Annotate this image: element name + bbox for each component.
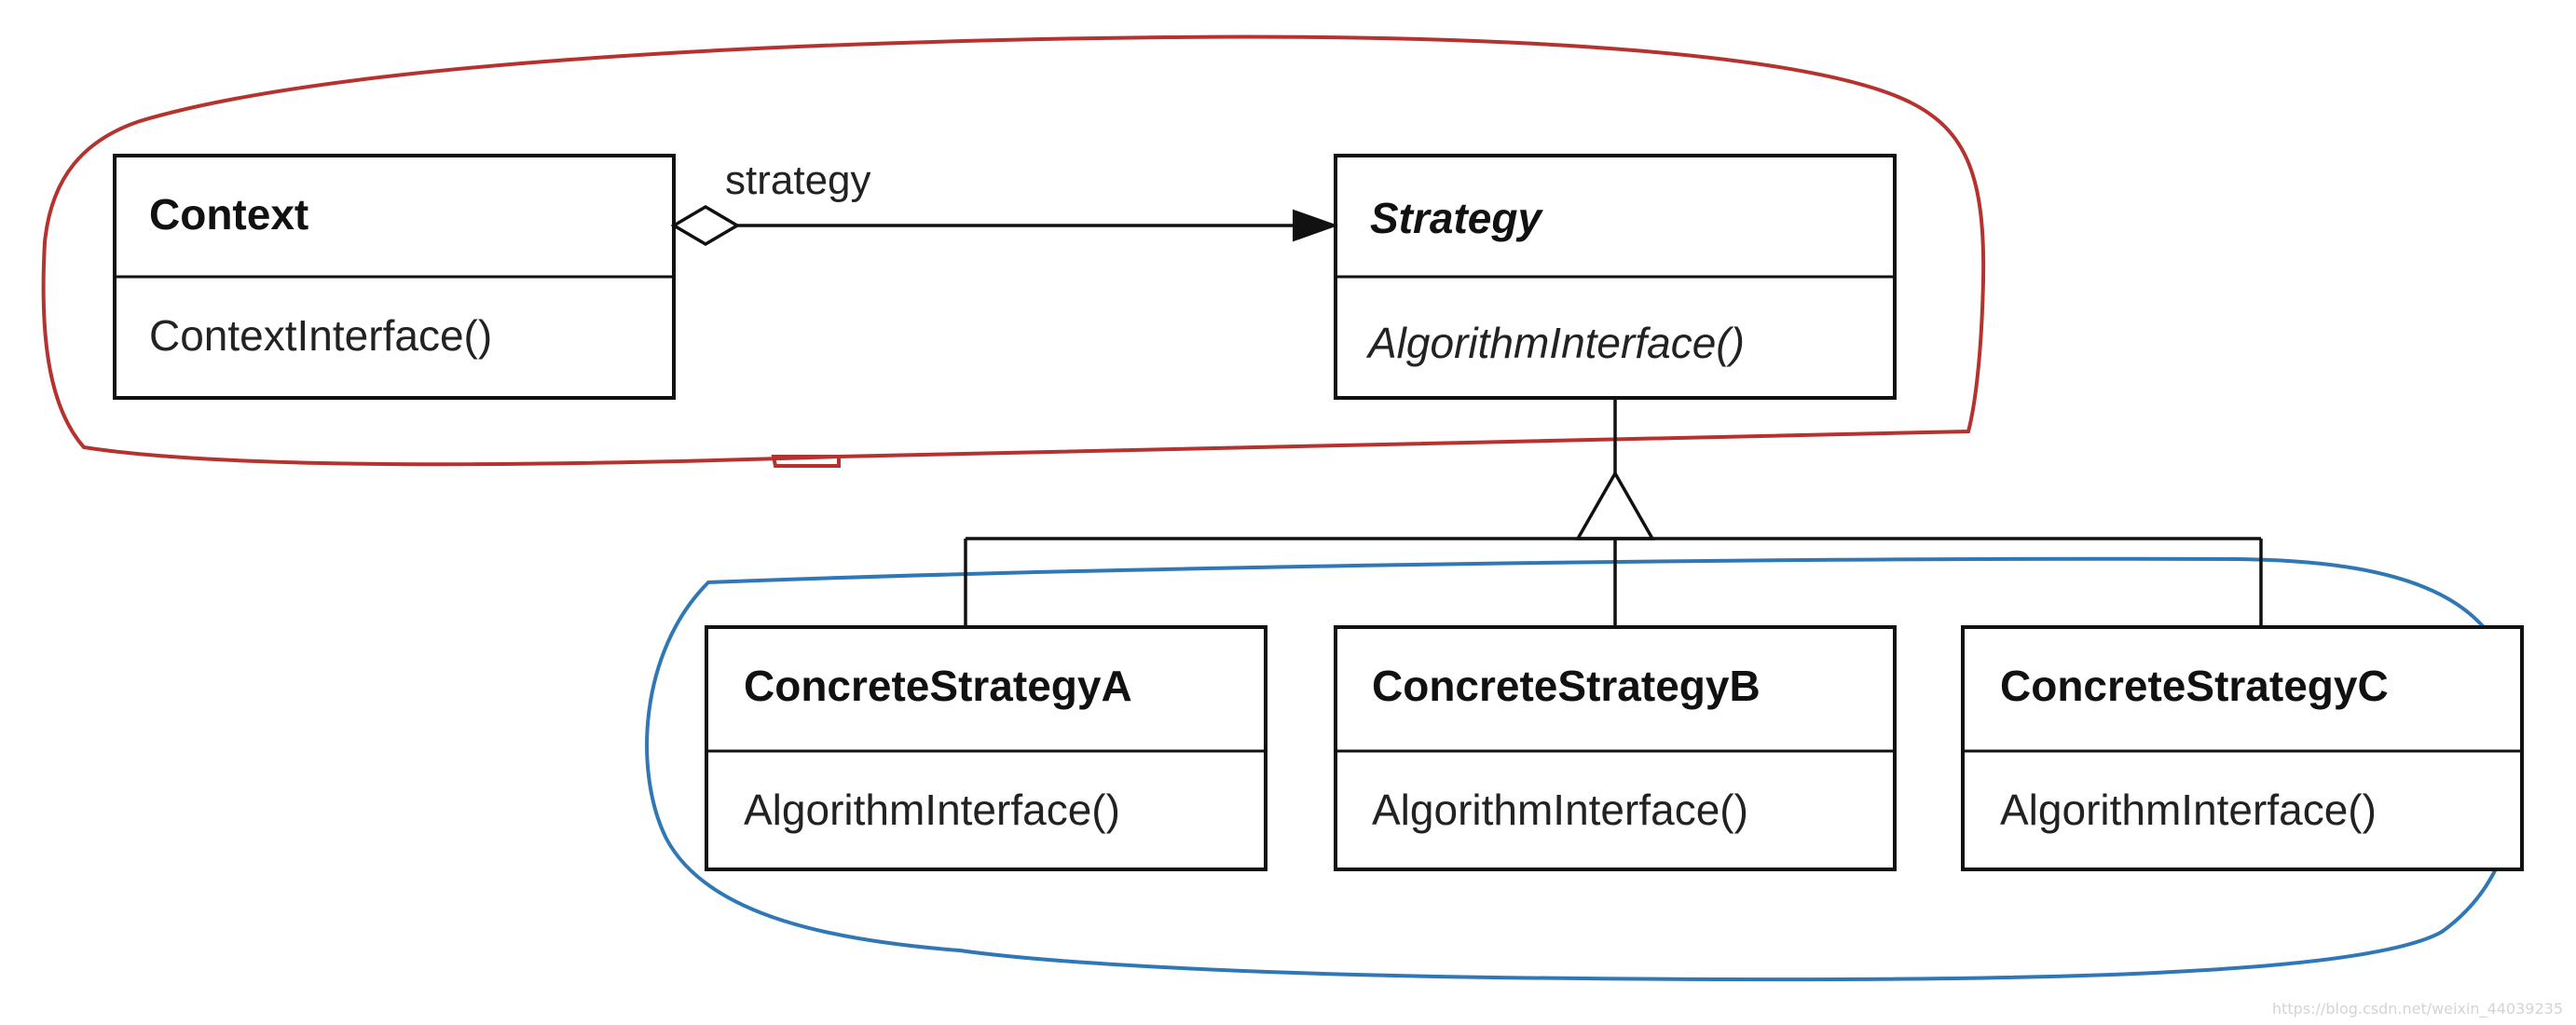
strategy-class: Strategy AlgorithmInterface() bbox=[1334, 154, 1897, 400]
association-role-label: strategy bbox=[725, 157, 871, 203]
concrete-strategy-b-box bbox=[1334, 625, 1897, 871]
concrete-strategy-b-name: ConcreteStrategyB bbox=[1372, 662, 1761, 710]
concrete-strategy-b-operation: AlgorithmInterface() bbox=[1372, 786, 1748, 834]
concrete-strategy-a-name: ConcreteStrategyA bbox=[744, 662, 1132, 710]
top-annotation-outline bbox=[41, 34, 1986, 467]
concrete-strategy-b-class: ConcreteStrategyB AlgorithmInterface() bbox=[1334, 625, 1897, 871]
inheritance-triangle-icon bbox=[1574, 470, 1656, 540]
watermark-text: https://blog.csdn.net/weixin_44039235 bbox=[2272, 1000, 2563, 1018]
bottom-annotation-outline bbox=[645, 556, 2521, 982]
concrete-strategy-c-name: ConcreteStrategyC bbox=[2000, 662, 2389, 710]
context-class-name: Context bbox=[149, 190, 308, 239]
concrete-strategy-c-operation: AlgorithmInterface() bbox=[2000, 786, 2377, 834]
strategy-class-operation: AlgorithmInterface() bbox=[1365, 319, 1745, 367]
top-annotation-stroke-tail bbox=[771, 455, 841, 468]
context-class-operation: ContextInterface() bbox=[149, 311, 492, 360]
association-arrowhead-icon bbox=[1293, 209, 1338, 242]
aggregation-association: strategy bbox=[670, 157, 1338, 247]
concrete-strategy-a-box bbox=[705, 625, 1267, 871]
aggregation-diamond-icon bbox=[670, 204, 741, 247]
strategy-class-name: Strategy bbox=[1370, 194, 1543, 242]
inheritance-tree bbox=[964, 398, 2263, 627]
concrete-strategy-a-class: ConcreteStrategyA AlgorithmInterface() bbox=[705, 625, 1267, 871]
concrete-strategy-a-operation: AlgorithmInterface() bbox=[744, 786, 1120, 834]
context-class: Context ContextInterface() bbox=[113, 154, 676, 400]
concrete-strategy-c-class: ConcreteStrategyC AlgorithmInterface() bbox=[1961, 625, 2524, 871]
concrete-strategy-c-box bbox=[1961, 625, 2524, 871]
